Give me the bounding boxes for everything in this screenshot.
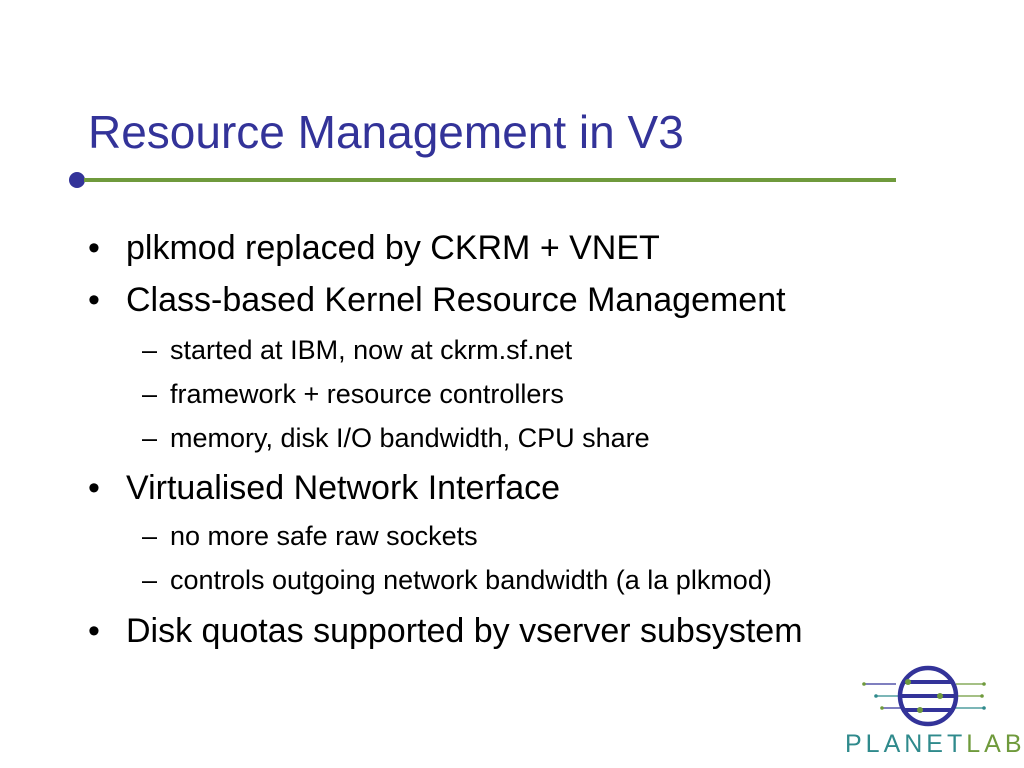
sub-bullet-item: –controls outgoing network bandwidth (a … <box>142 563 772 597</box>
dash-marker: – <box>142 423 158 453</box>
bullet-marker: • <box>88 612 100 650</box>
sub-bullet-item: –framework + resource controllers <box>142 377 564 411</box>
sub-bullet-item: –started at IBM, now at ckrm.sf.net <box>142 333 572 367</box>
sub-bullet-item: –memory, disk I/O bandwidth, CPU share <box>142 421 650 455</box>
sub-bullet-text: memory, disk I/O bandwidth, CPU share <box>170 423 650 453</box>
dash-marker: – <box>142 565 158 595</box>
title-rule-dot <box>69 172 85 188</box>
bullet-item: • Disk quotas supported by vserver subsys… <box>88 611 803 651</box>
wordmark-lab: LAB <box>966 730 1024 758</box>
bullet-item: • Class-based Kernel Resource Management <box>88 280 786 320</box>
bullet-text: Virtualised Network Interface <box>126 469 561 507</box>
planetlab-globe-icon <box>862 665 986 727</box>
wordmark-planet: PLANET <box>845 730 967 758</box>
bullet-text: plkmod replaced by CKRM + VNET <box>126 229 660 267</box>
bullet-marker: • <box>88 229 100 267</box>
bullet-marker: • <box>88 469 100 507</box>
planetlab-wordmark: PLANETLAB <box>845 730 1024 759</box>
bullet-marker: • <box>88 281 100 319</box>
bullet-item: • plkmod replaced by CKRM + VNET <box>88 228 660 268</box>
sub-bullet-text: controls outgoing network bandwidth (a l… <box>170 565 772 595</box>
dash-marker: – <box>142 379 158 409</box>
bullet-text: Disk quotas supported by vserver subsyst… <box>126 612 803 650</box>
bullet-item: • Virtualised Network Interface <box>88 468 560 508</box>
slide-title: Resource Management in V3 <box>88 106 684 158</box>
sub-bullet-text: no more safe raw sockets <box>170 521 478 551</box>
sub-bullet-text: started at IBM, now at ckrm.sf.net <box>170 335 573 365</box>
sub-bullet-item: –no more safe raw sockets <box>142 519 478 553</box>
dash-marker: – <box>142 521 158 551</box>
title-rule-line <box>84 178 896 182</box>
dash-marker: – <box>142 335 158 365</box>
sub-bullet-text: framework + resource controllers <box>170 379 564 409</box>
bullet-text: Class-based Kernel Resource Management <box>126 281 786 319</box>
